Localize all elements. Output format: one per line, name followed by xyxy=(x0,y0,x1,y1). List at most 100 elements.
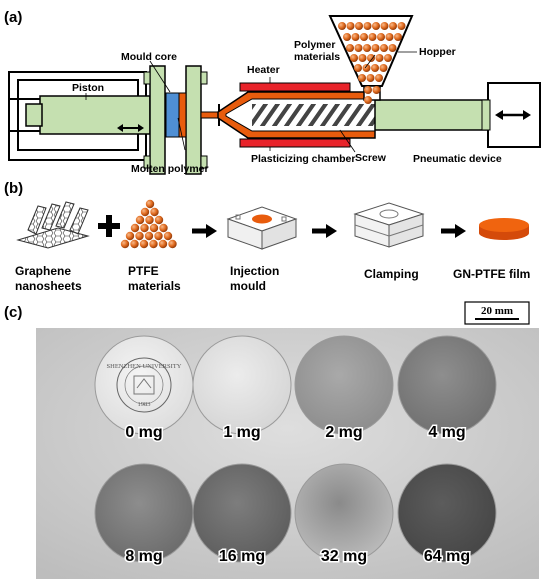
pellet xyxy=(130,239,139,249)
pellet xyxy=(149,223,159,233)
pellet xyxy=(158,239,168,249)
pellet xyxy=(159,223,168,233)
label-screw: Screw xyxy=(355,152,387,164)
pellet xyxy=(125,231,135,241)
arrow-icon xyxy=(192,224,217,238)
sample-label: 8 mg xyxy=(125,548,162,565)
panel-a: (a) xyxy=(4,9,541,175)
step-clamping: Clamping xyxy=(364,267,419,281)
pellet xyxy=(150,207,159,217)
pellet xyxy=(120,239,130,249)
sample-disc xyxy=(397,463,497,563)
pellet xyxy=(338,22,346,30)
pellet xyxy=(168,239,177,249)
sample-label: 64 mg xyxy=(424,548,470,565)
pellet xyxy=(360,33,368,41)
pellet xyxy=(354,64,362,72)
pellet xyxy=(139,239,149,249)
pellet xyxy=(144,231,154,241)
pellet xyxy=(163,231,173,241)
pellet xyxy=(384,54,392,62)
sample-label: 4 mg xyxy=(428,424,465,441)
pellet xyxy=(145,215,154,225)
clamping-icon xyxy=(353,202,425,248)
pellet xyxy=(372,22,380,30)
label-hopper: Hopper xyxy=(419,46,456,58)
pellet xyxy=(346,22,355,30)
polymer-pellets xyxy=(338,22,406,104)
pellet xyxy=(362,64,371,72)
panel-a-label: (a) xyxy=(4,9,22,26)
svg-text:SHENZHEN UNIVERSITY: SHENZHEN UNIVERSITY xyxy=(107,363,182,370)
pellet xyxy=(355,22,363,30)
pellet xyxy=(380,44,388,52)
pellet xyxy=(346,44,354,52)
pellet xyxy=(368,33,377,41)
pellet xyxy=(135,231,144,241)
arrow-icon xyxy=(441,224,466,238)
sample-label: 2 mg xyxy=(325,424,362,441)
pellet xyxy=(354,44,363,52)
svg-text:20 mm: 20 mm xyxy=(481,305,513,317)
seal-logo: SHENZHEN UNIVERSITY 1983 xyxy=(107,357,182,413)
pellet xyxy=(363,22,372,30)
pellet xyxy=(130,223,140,233)
gn-ptfe-film-icon xyxy=(479,218,529,240)
pellet xyxy=(154,215,164,225)
sample-disc xyxy=(397,335,497,435)
barrel xyxy=(217,91,488,139)
leader-lines xyxy=(85,51,417,153)
panel-b: (b) xyxy=(4,180,530,293)
sample-label: 32 mg xyxy=(321,548,367,565)
sample-label: 16 mg xyxy=(219,548,265,565)
double-arrow-icon xyxy=(117,124,144,132)
pellet xyxy=(358,54,367,62)
pellet xyxy=(366,74,375,82)
pellet xyxy=(388,44,397,52)
pellet xyxy=(385,33,394,41)
heater-bottom xyxy=(239,138,351,148)
double-arrow-icon xyxy=(495,110,531,120)
pellet xyxy=(371,44,380,52)
svg-text:1983: 1983 xyxy=(138,401,151,408)
pellet xyxy=(149,239,158,249)
pellet xyxy=(364,86,372,94)
heater-top xyxy=(239,82,351,92)
scale-bar: 20 mm xyxy=(464,301,530,325)
sample-disc xyxy=(294,463,394,563)
injection-mould-icon xyxy=(226,206,298,250)
sample-label: 1 mg xyxy=(223,424,260,441)
pellet xyxy=(154,231,163,241)
sample-disc xyxy=(192,335,292,435)
pellet xyxy=(389,22,397,30)
pellet xyxy=(343,33,351,41)
pellet xyxy=(350,54,358,62)
pellet xyxy=(379,64,388,72)
pellet xyxy=(145,199,155,209)
pellet xyxy=(367,54,375,62)
label-heater: Heater xyxy=(247,64,280,76)
graphene-icon xyxy=(16,201,90,249)
pellet xyxy=(380,22,389,30)
plus-icon xyxy=(98,215,120,237)
molten-polymer-cavity xyxy=(178,92,187,138)
pellet xyxy=(358,74,366,82)
arrow-icon xyxy=(312,224,337,238)
pellet xyxy=(394,33,402,41)
pellet xyxy=(363,44,371,52)
pellet xyxy=(371,64,379,72)
mould-core xyxy=(165,92,180,138)
label-plasticizing-chamber: Plasticizing chamber xyxy=(251,153,355,165)
label-pneumatic-device: Pneumatic device xyxy=(413,153,502,165)
pellet xyxy=(140,207,150,217)
screw-thread xyxy=(252,104,375,126)
pellet xyxy=(377,33,385,41)
pellet xyxy=(375,54,384,62)
pellet xyxy=(135,215,145,225)
